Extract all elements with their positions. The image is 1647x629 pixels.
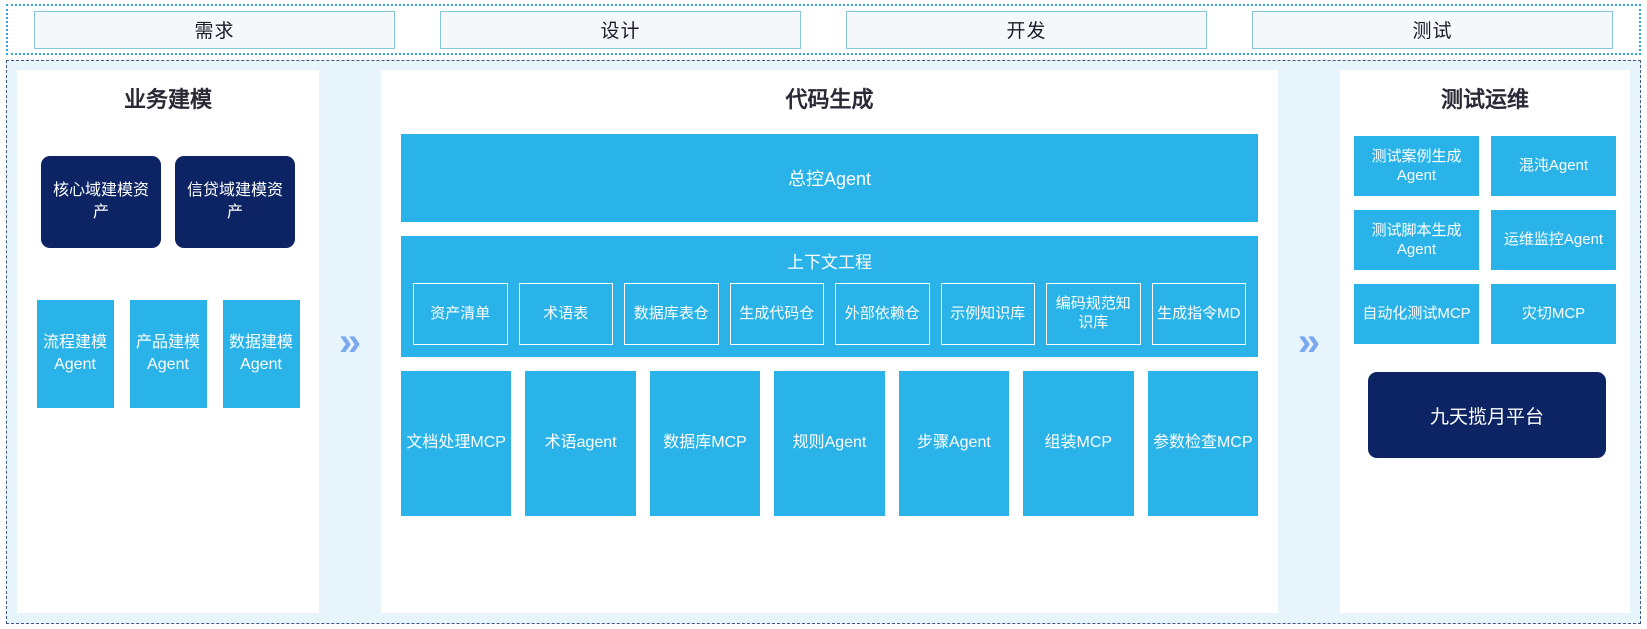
context-item-db-table-repo[interactable]: 数据库表仓 — [624, 283, 719, 345]
double-chevron-right-icon-2: » — [1278, 70, 1340, 613]
tool-label: 步骤Agent — [916, 434, 991, 452]
context-item-glossary[interactable]: 术语表 — [518, 283, 613, 345]
context-item-asset-list[interactable]: 资产清单 — [413, 283, 508, 345]
context-item-generated-code-repo[interactable]: 生成代码仓 — [729, 283, 824, 345]
phase-box-testing[interactable]: 测试 — [1252, 10, 1613, 49]
agent-label: 数据建模Agent — [228, 334, 293, 373]
platform-label: 九天揽月平台 — [1429, 406, 1544, 428]
asset-label: 核心域建模资产 — [52, 182, 149, 221]
disaster-switch-mcp[interactable]: 灾切MCP — [1491, 284, 1616, 344]
tool-parameter-check-mcp[interactable]: 参数检查MCP — [1147, 371, 1258, 516]
phase-label: 测试 — [1412, 21, 1453, 42]
asset-core-domain[interactable]: 核心域建模资产 — [41, 156, 161, 248]
tool-step-agent[interactable]: 步骤Agent — [898, 371, 1010, 516]
main-region: 业务建模 核心域建模资产 信贷域建模资产 流程建模Agent 产品建模Agent… — [6, 60, 1641, 624]
panel-test-operations: 测试运维 测试案例生成Agent 混沌Agent 测试脚本生成Agent 运维监… — [1340, 70, 1630, 613]
agent-label: 流程建模Agent — [42, 334, 107, 373]
agent-product-modeling[interactable]: 产品建模Agent — [129, 300, 207, 408]
item-label: 测试脚本生成Agent — [1371, 221, 1462, 259]
context-engineering-block: 上下文工程 资产清单 术语表 数据库表仓 生成代码仓 — [401, 236, 1258, 357]
chaos-agent[interactable]: 混沌Agent — [1491, 136, 1616, 196]
panel-title: 代码生成 — [785, 87, 874, 112]
ops-monitoring-agent[interactable]: 运维监控Agent — [1491, 210, 1616, 270]
context-item-row: 资产清单 术语表 数据库表仓 生成代码仓 外部依赖仓 — [413, 283, 1246, 345]
tool-label: 数据库MCP — [663, 434, 747, 452]
phase-box-development[interactable]: 开发 — [846, 10, 1207, 49]
tool-document-processing-mcp[interactable]: 文档处理MCP — [401, 371, 512, 516]
tool-label: 参数检查MCP — [1152, 434, 1253, 452]
tool-label: 文档处理MCP — [406, 434, 506, 452]
item-label: 运维监控Agent — [1503, 231, 1604, 249]
item-label: 灾切MCP — [1521, 305, 1586, 323]
context-item-coding-standard-kb[interactable]: 编码规范知识库 — [1046, 283, 1141, 345]
context-item-label: 术语表 — [543, 304, 589, 322]
tool-database-mcp[interactable]: 数据库MCP — [649, 371, 761, 516]
automated-test-mcp[interactable]: 自动化测试MCP — [1354, 284, 1479, 344]
context-item-generation-instruction-md[interactable]: 生成指令MD — [1151, 283, 1246, 345]
phase-box-design[interactable]: 设计 — [440, 10, 801, 49]
phase-label: 需求 — [194, 21, 235, 42]
context-item-label: 外部依赖仓 — [844, 304, 920, 322]
phase-strip: 需求 设计 开发 测试 — [6, 4, 1641, 55]
agent-process-modeling[interactable]: 流程建模Agent — [36, 300, 114, 408]
item-label: 测试案例生成Agent — [1371, 147, 1462, 185]
double-chevron-right-icon: » — [319, 70, 381, 613]
test-ops-grid: 测试案例生成Agent 混沌Agent 测试脚本生成Agent 运维监控Agen… — [1354, 136, 1616, 344]
context-item-example-knowledge-base[interactable]: 示例知识库 — [940, 283, 1035, 345]
tool-glossary-agent[interactable]: 术语agent — [525, 371, 636, 516]
item-label: 混沌Agent — [1518, 157, 1589, 175]
master-control-agent[interactable]: 总控Agent — [401, 134, 1258, 222]
context-item-label: 示例知识库 — [950, 304, 1026, 322]
asset-row: 核心域建模资产 信贷域建模资产 — [17, 156, 319, 248]
tool-label: 术语agent — [544, 434, 617, 452]
arrow-glyph: » — [338, 319, 362, 364]
test-script-generation-agent[interactable]: 测试脚本生成Agent — [1354, 210, 1479, 270]
asset-label: 信贷域建模资产 — [186, 182, 283, 221]
context-item-external-dependency-repo[interactable]: 外部依赖仓 — [835, 283, 930, 345]
agent-data-modeling[interactable]: 数据建模Agent — [222, 300, 300, 408]
context-item-label: 编码规范知识库 — [1055, 295, 1131, 331]
phase-label: 设计 — [600, 21, 641, 42]
context-item-label: 资产清单 — [430, 304, 491, 322]
panel-title: 业务建模 — [123, 87, 212, 112]
tool-label: 规则Agent — [792, 434, 867, 452]
platform-box-jiutian-lanyue[interactable]: 九天揽月平台 — [1368, 372, 1606, 458]
tool-row: 文档处理MCP 术语agent 数据库MCP 规则Agent 步骤Agent — [401, 371, 1258, 516]
master-agent-label: 总控Agent — [787, 169, 872, 189]
tool-rule-agent[interactable]: 规则Agent — [774, 371, 885, 516]
context-item-label: 生成指令MD — [1157, 304, 1241, 322]
test-case-generation-agent[interactable]: 测试案例生成Agent — [1354, 136, 1479, 196]
context-item-label: 生成代码仓 — [739, 304, 815, 322]
context-engineering-title: 上下文工程 — [787, 253, 872, 272]
arrow-glyph: » — [1297, 319, 1321, 364]
phase-box-requirements[interactable]: 需求 — [34, 10, 395, 49]
panel-title: 测试运维 — [1440, 87, 1529, 112]
context-item-label: 数据库表仓 — [633, 304, 709, 322]
agent-label: 产品建模Agent — [135, 334, 200, 373]
phase-label: 开发 — [1006, 21, 1047, 42]
item-label: 自动化测试MCP — [1362, 305, 1471, 323]
tool-label: 组装MCP — [1044, 434, 1113, 452]
tool-assembly-mcp[interactable]: 组装MCP — [1023, 371, 1134, 516]
asset-credit-domain[interactable]: 信贷域建模资产 — [175, 156, 295, 248]
modeling-agent-row: 流程建模Agent 产品建模Agent 数据建模Agent — [17, 300, 319, 408]
panel-business-modeling: 业务建模 核心域建模资产 信贷域建模资产 流程建模Agent 产品建模Agent… — [17, 70, 319, 613]
panel-code-generation: 代码生成 总控Agent 上下文工程 资产清单 术语表 — [381, 70, 1278, 613]
